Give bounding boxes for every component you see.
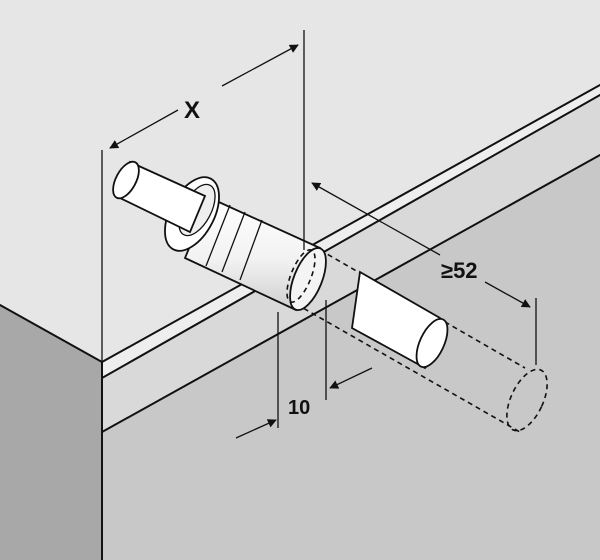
lower-front-face xyxy=(102,95,600,432)
left-panel-top-edge xyxy=(0,304,103,363)
hidden-latch-end xyxy=(506,368,548,432)
latch-lower-end xyxy=(415,317,449,369)
housing-inner-ring xyxy=(286,248,316,304)
lower-surface-edge xyxy=(101,154,600,433)
board-strip-edge xyxy=(101,94,600,379)
housing-rib-1 xyxy=(205,204,231,267)
depth-dimension-label: ≥52 xyxy=(441,258,478,283)
board-top-edge xyxy=(101,84,600,363)
diameter-dimension-line-2 xyxy=(329,367,373,389)
plunger-tip xyxy=(112,160,140,200)
depth-dimension-line-2 xyxy=(484,281,531,308)
x-dimension-label: X xyxy=(184,97,200,124)
diameter-dimension-line-1 xyxy=(235,419,277,439)
board-edge-strip xyxy=(102,85,600,378)
lower-top-surface xyxy=(102,155,600,560)
upper-panel-surface xyxy=(0,0,600,362)
left-panel-front-face xyxy=(0,305,102,560)
diameter-dimension-label: 10 xyxy=(288,397,310,419)
housing-rib-3 xyxy=(239,219,263,281)
x-dimension-line-2 xyxy=(221,44,299,87)
x-dimension-line-1 xyxy=(109,109,179,149)
depth-dimension-line-1 xyxy=(311,182,441,256)
housing-end-ring xyxy=(289,247,327,311)
housing-rib-2 xyxy=(221,211,246,273)
